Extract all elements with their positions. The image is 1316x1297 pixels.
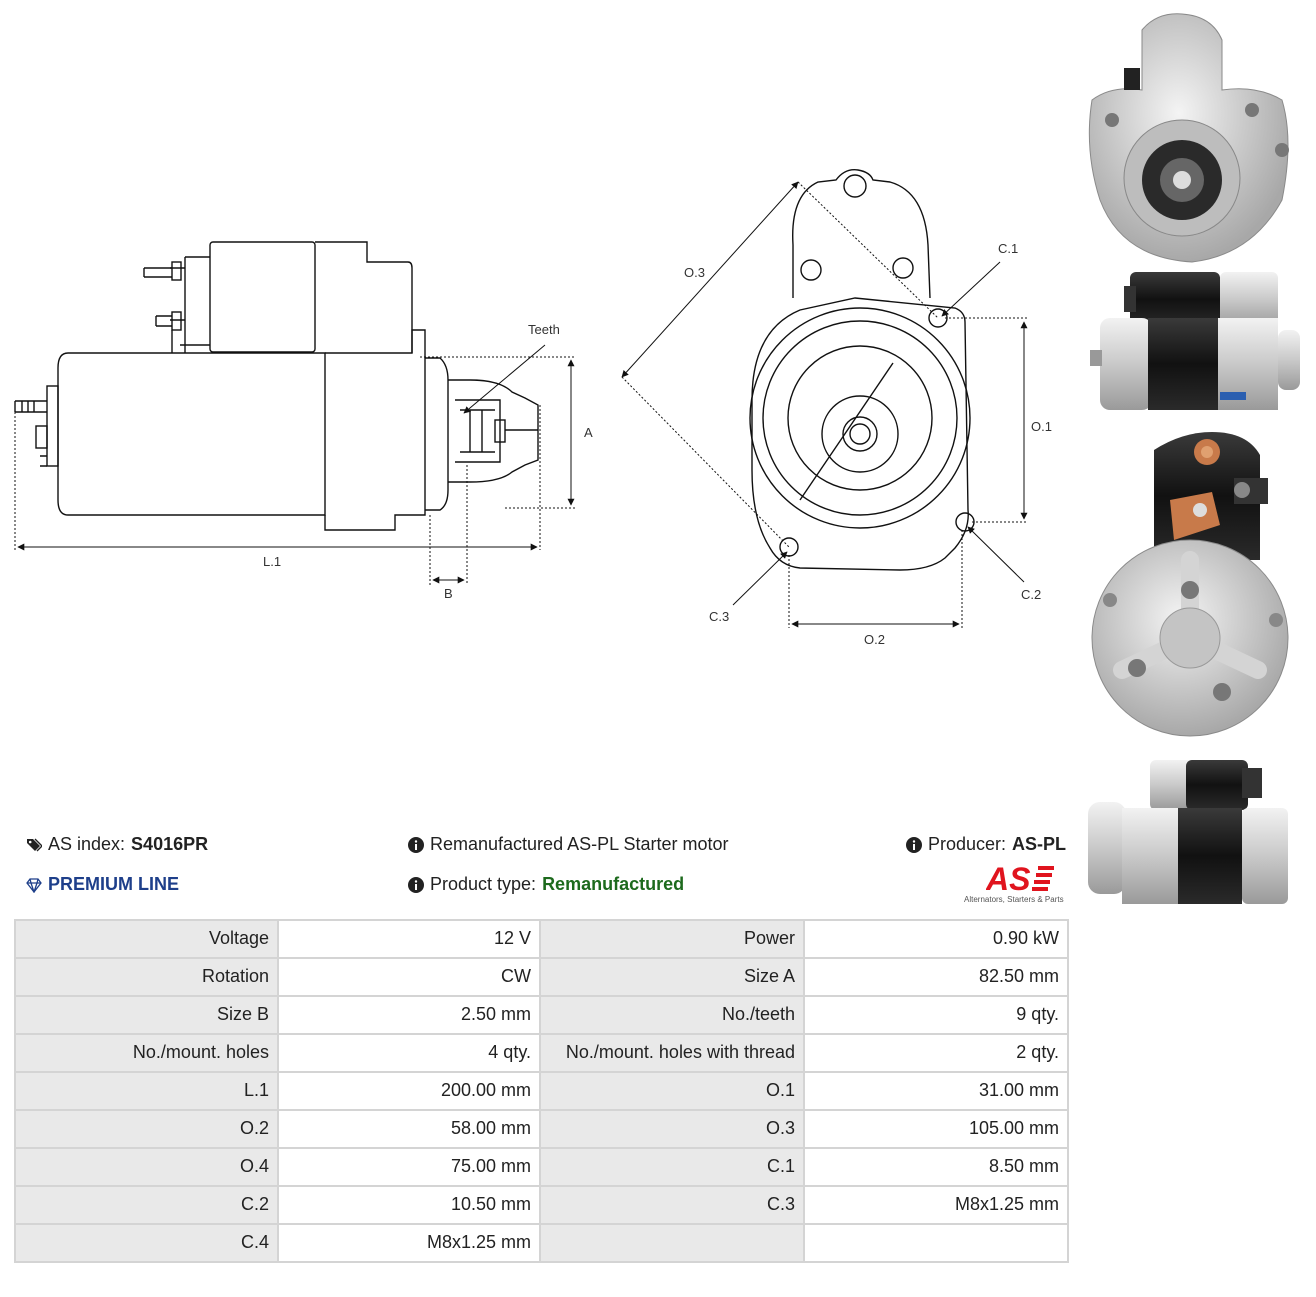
spec-value: M8x1.25 mm	[803, 1185, 1069, 1225]
spec-label: L.1	[14, 1071, 279, 1111]
dimension-c3-label: C.3	[709, 609, 729, 624]
product-type-label: Product type:	[430, 874, 537, 894]
spec-label: No./teeth	[539, 995, 805, 1035]
spec-label: C.2	[14, 1185, 279, 1225]
technical-drawing: Teeth A L.1 B O.3 C.1 O.1 C.2	[14, 169, 1052, 647]
spec-value: M8x1.25 mm	[277, 1223, 541, 1263]
spec-label: No./mount. holes	[14, 1033, 279, 1073]
spec-value: 0.90 kW	[803, 919, 1069, 959]
svg-text:AS: AS	[986, 862, 1031, 894]
spec-label: C.1	[539, 1147, 805, 1187]
spec-value: 12 V	[277, 919, 541, 959]
product-photos	[1082, 0, 1316, 920]
spec-label: Size A	[539, 957, 805, 997]
premium-line: PREMIUM LINE	[26, 874, 179, 895]
spec-value: 4 qty.	[277, 1033, 541, 1073]
dimension-o3-label: O.3	[684, 265, 705, 280]
as-pl-logo: AS Alternators, Starters & Parts	[964, 862, 1068, 908]
spec-label: No./mount. holes with thread	[539, 1033, 805, 1073]
spec-label: O.1	[539, 1071, 805, 1111]
spec-label: Voltage	[14, 919, 279, 959]
side-view-drawing	[14, 241, 539, 531]
spec-label: Power	[539, 919, 805, 959]
info-icon	[408, 876, 424, 893]
spec-value: 105.00 mm	[803, 1109, 1069, 1149]
front-view-dimensions	[621, 181, 1028, 628]
photo-rear-view	[1091, 432, 1289, 737]
diamond-icon	[26, 877, 42, 893]
spec-label: Size B	[14, 995, 279, 1035]
premium-line-label: PREMIUM LINE	[48, 874, 180, 894]
as-index: AS index: S4016PR	[26, 834, 208, 855]
product-type-value: Remanufactured	[542, 874, 685, 894]
spec-value: 58.00 mm	[277, 1109, 541, 1149]
spec-value: 200.00 mm	[277, 1071, 541, 1111]
info-icon	[906, 836, 922, 853]
teeth-label: Teeth	[528, 322, 560, 337]
spec-value: 82.50 mm	[803, 957, 1069, 997]
dimension-c1-label: C.1	[998, 241, 1018, 256]
spec-value: 2 qty.	[803, 1033, 1069, 1073]
description-text: Remanufactured AS-PL Starter motor	[430, 834, 729, 854]
spec-label: Rotation	[14, 957, 279, 997]
as-index-label: AS index:	[48, 834, 126, 854]
front-view-drawing	[749, 169, 975, 571]
product-info: AS index: S4016PR PREMIUM LINE Remanufac…	[0, 828, 1080, 918]
as-logo-mark: AS	[986, 862, 1054, 894]
spec-value: 9 qty.	[803, 995, 1069, 1035]
dimension-o1-label: O.1	[1031, 419, 1052, 434]
photo-side-view	[1090, 272, 1300, 410]
as-index-value: S4016PR	[131, 834, 209, 854]
tags-icon	[27, 838, 42, 851]
spec-label: O.2	[14, 1109, 279, 1149]
spec-value: 31.00 mm	[803, 1071, 1069, 1111]
product-type: Product type: Remanufactured	[408, 874, 684, 895]
dimension-c2-label: C.2	[1021, 587, 1041, 602]
info-icon	[408, 836, 424, 853]
spec-label: C.3	[539, 1185, 805, 1225]
description: Remanufactured AS-PL Starter motor	[408, 834, 728, 855]
spec-label: O.3	[539, 1109, 805, 1149]
spec-value: 8.50 mm	[803, 1147, 1069, 1187]
dimension-b-label: B	[444, 586, 453, 601]
side-view-dimensions	[14, 344, 575, 585]
dimension-l1-label: L.1	[263, 554, 281, 569]
logo-tagline: Alternators, Starters & Parts	[964, 895, 1064, 904]
dimension-a-label: A	[584, 425, 593, 440]
photo-front-flange	[1088, 13, 1289, 263]
photo-side-view-2	[1088, 760, 1288, 904]
spec-value: 10.50 mm	[277, 1185, 541, 1225]
spec-label	[539, 1223, 805, 1263]
dimension-o2-label: O.2	[864, 632, 885, 647]
producer-value: AS-PL	[1012, 834, 1067, 854]
producer: Producer: AS-PL	[906, 834, 1066, 855]
spec-value	[803, 1223, 1069, 1263]
spec-value: 75.00 mm	[277, 1147, 541, 1187]
spec-value: 2.50 mm	[277, 995, 541, 1035]
spec-label: C.4	[14, 1223, 279, 1263]
spec-label: O.4	[14, 1147, 279, 1187]
spec-value: CW	[277, 957, 541, 997]
producer-label: Producer:	[928, 834, 1007, 854]
